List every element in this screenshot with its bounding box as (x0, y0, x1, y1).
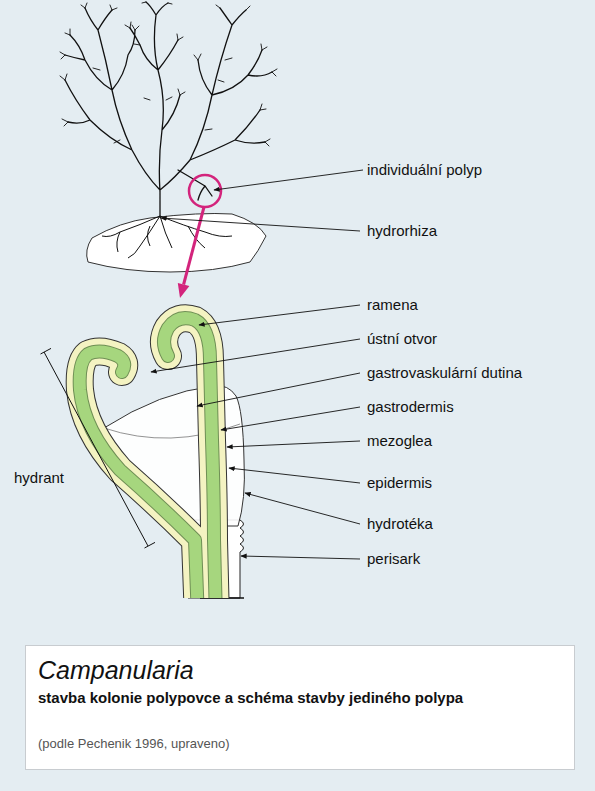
colony-branches (65, 2, 272, 216)
bracket-tick (41, 348, 52, 354)
leader-line (161, 218, 360, 231)
part-label: hydrotéka (367, 515, 433, 533)
zoom-arrowhead (178, 283, 190, 298)
leader-line (199, 305, 360, 325)
leader-line (245, 493, 360, 524)
zoom-arrow (184, 207, 204, 285)
source-note: (podle Pechenik 1996, upraveno) (38, 736, 230, 752)
genus-name: Campanularia (38, 655, 194, 685)
rock (87, 214, 266, 273)
caption-text: stavba kolonie polypovce a schéma stavby… (38, 689, 463, 707)
gastrodermis (164, 318, 216, 598)
leader-line (214, 170, 363, 190)
bracket-label: hydrant (14, 469, 64, 487)
colony-twigs (60, 2, 277, 146)
part-label: ramena (367, 296, 418, 314)
epidermis-outline (80, 351, 198, 598)
leader-line (227, 441, 360, 447)
part-label: mezoglea (367, 432, 432, 450)
bracket-tick (145, 542, 156, 548)
part-label: gastrodermis (367, 398, 454, 416)
leader-line (241, 556, 360, 559)
part-label: individuální polyp (367, 161, 482, 179)
polyp-tissue (80, 318, 216, 598)
leader-lines (151, 170, 363, 559)
part-label: epidermis (367, 474, 432, 492)
highlight-circle (189, 175, 221, 207)
bracket-line (44, 352, 148, 546)
gastrodermis (80, 351, 198, 598)
hydrant-bracket (41, 348, 156, 548)
caption-box: Campanularia stavba kolonie polypovce a s… (25, 645, 575, 770)
part-label: ústní otvor (367, 330, 437, 348)
part-label: perisark (367, 550, 420, 568)
epidermis (80, 351, 198, 598)
mezoglea (80, 351, 198, 598)
part-label: gastrovaskulární dutina (367, 364, 522, 382)
leader-line (151, 339, 360, 372)
leader-line (221, 407, 360, 430)
part-label: hydrorhiza (367, 222, 437, 240)
leader-line (197, 373, 360, 406)
leader-line (229, 468, 360, 483)
hydrorhiza-roots (102, 216, 232, 258)
